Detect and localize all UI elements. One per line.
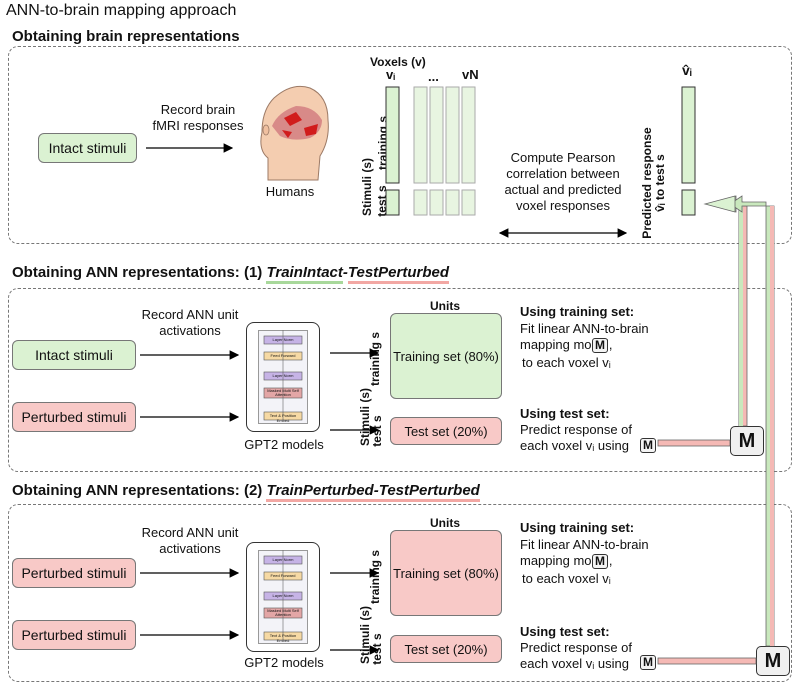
section2-heading-test: TestPerturbed [347,264,450,284]
page-title: ANN-to-brain mapping approach [6,2,237,19]
s3-train-desc-end: to each voxel vᵢ [522,571,611,586]
s2-test-desc: Predict response of each voxel vᵢ using [520,422,633,453]
s2-training-set-box: Training set (80%) [390,313,502,399]
s2-block-label-3: Layer Norm [272,373,294,378]
intact-stimuli-box: Intact stimuli [38,133,137,163]
s3-test-label: test s [370,633,384,665]
s3-block-label-1: Layer Norm [272,557,294,562]
s3-record-label: Record ANN unit activations [141,525,239,556]
s3-train-desc: Fit linear ANN-to-brain mapping model, [520,537,649,568]
s2-m-inline-1: M [592,338,608,353]
s3-training-label: training s [368,550,382,605]
pearson-text: Compute Pearson correlation between actu… [504,150,622,213]
s2-test-label: test s [370,415,384,447]
s2-train-desc-end: to each voxel vᵢ [522,355,611,370]
section2-heading-dash: - [342,264,348,281]
s3-block-label-3: Layer Norm [272,593,294,598]
s2-gpt2-label: GPT2 models [244,437,324,452]
s3-perturbed-stimuli-box-top: Perturbed stimuli [12,558,136,588]
s3-test-desc: Predict response of each voxel vᵢ using [520,640,633,671]
s1-training-label: training s [376,116,390,171]
s3-block-label-4: Masked Multi Self Attention [267,608,299,617]
s2-model-m-box: M [730,426,764,456]
humans-label: Humans [265,184,315,199]
s2-block-label-5: Text & Position Embed [269,413,297,423]
s3-gpt2-label: GPT2 models [244,655,324,670]
voxel-vn-label: vN [462,67,479,82]
s2-train-desc-title: Using training set: [520,304,635,319]
section1-panel [8,46,792,244]
s1-test-label: test s [375,185,389,217]
s2-perturbed-stimuli-box: Perturbed stimuli [12,402,136,432]
s3-train-desc-title: Using training set: [520,520,635,535]
s2-block-label-1: Layer Norm [272,337,294,342]
s3-units-label: Units [430,516,460,530]
s2-units-label: Units [430,299,460,313]
section2-heading-train: TrainIntact [266,264,343,284]
s2-block-label-2: Feed Forward [270,353,296,358]
section3-heading-italic: TrainPerturbed-TestPerturbed [266,482,480,502]
section1-heading: Obtaining brain representations [12,28,240,45]
section3-heading: Obtaining ANN representations: (2) Train… [12,482,480,502]
voxel-ellipsis: ... [428,69,439,84]
voxel-vi-label: vᵢ [386,67,396,82]
s2-test-set-box: Test set (20%) [390,417,502,445]
predicted-response-label: Predicted response v̂ᵢ to test s [640,127,667,239]
section2-heading: Obtaining ANN representations: (1) Train… [12,264,450,284]
s1-stimuli-label: Stimuli (s) [360,158,374,217]
s2-intact-stimuli-box: Intact stimuli [12,340,136,370]
s3-test-desc-title: Using test set: [520,624,610,639]
s3-model-m-box: M [756,646,790,676]
section2-heading-prefix: Obtaining ANN representations: (1) [12,264,267,281]
s2-block-label-4: Masked Multi Self Attention [267,388,299,397]
s3-block-label-2: Feed Forward [270,573,296,578]
s3-test-set-box: Test set (20%) [390,635,502,663]
record-fmri-label: Record brain fMRI responses [152,102,244,133]
section2-panel [8,288,792,472]
s3-perturbed-stimuli-box-bottom: Perturbed stimuli [12,620,136,650]
s3-training-set-box: Training set (80%) [390,530,502,616]
s3-m-inline-1: M [592,554,608,569]
s2-m-inline-2: M [640,438,656,453]
s2-record-label: Record ANN unit activations [141,307,239,338]
s3-block-label-5: Text & Position Embed [269,633,297,643]
voxels-label: Voxels (v) [370,55,426,69]
section3-panel [8,504,792,682]
s3-m-inline-2: M [640,655,656,670]
vi-hat-label: v̂ᵢ [682,62,692,78]
s2-train-desc: Fit linear ANN-to-brain mapping model, [520,321,649,352]
s2-training-label: training s [368,332,382,387]
s2-test-desc-title: Using test set: [520,406,610,421]
section3-heading-prefix: Obtaining ANN representations: (2) [12,482,267,499]
